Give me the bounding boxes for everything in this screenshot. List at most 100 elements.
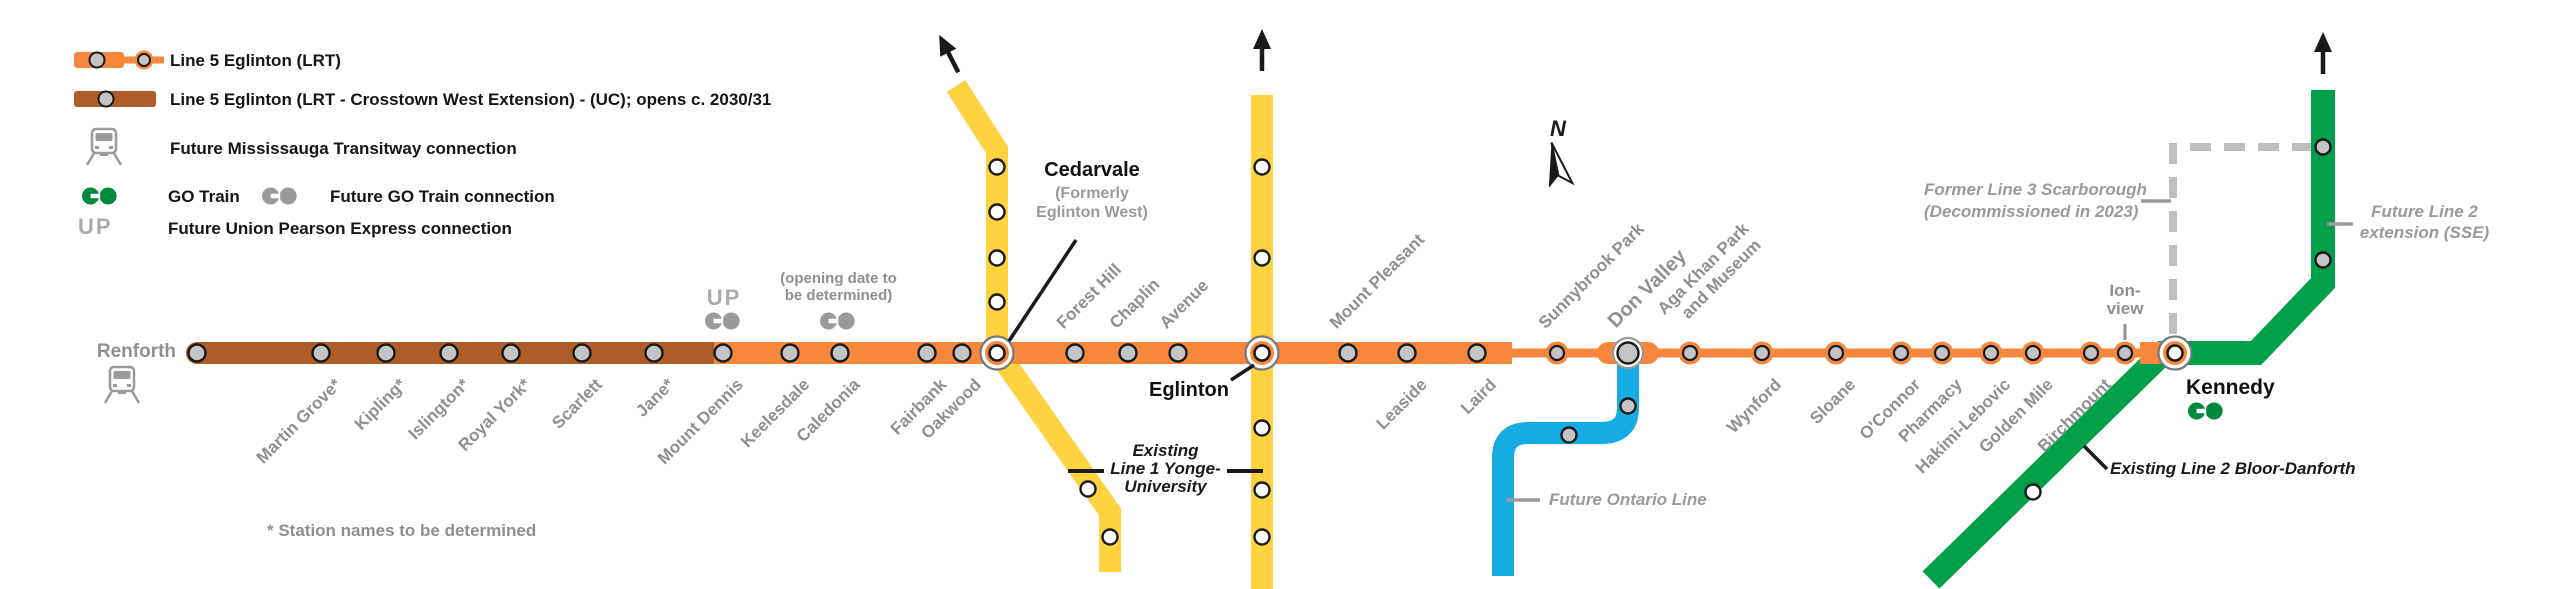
ionview-label-l1: Ion- — [2109, 281, 2141, 300]
transitway-train-icon — [85, 127, 123, 166]
line2-annotation: Existing Line 2 Bloor-Danforth — [2110, 459, 2356, 478]
sse-annotation-l1: Future Line 2 — [2371, 202, 2478, 221]
station-golden-mile — [2021, 341, 2045, 365]
up-express-icon: UP — [78, 214, 113, 239]
station-aga-khan-park-and-museum — [1678, 341, 1702, 365]
station-forest-hill — [1065, 343, 1085, 363]
station-caledonia — [830, 343, 850, 363]
legend-go-train-label: GO Train — [168, 187, 240, 206]
line1-university-station-2 — [988, 203, 1006, 221]
legend-line5-label: Line 5 Eglinton (LRT) — [170, 51, 341, 70]
station-jane — [644, 343, 664, 363]
cedarvale-subtitle-2: Eglinton West) — [1036, 204, 1148, 221]
go-train-icon — [82, 187, 118, 210]
transitway-train-icon-renforth — [103, 365, 141, 404]
eglinton-callout-line — [1230, 363, 1255, 382]
legend-line5-extension-symbol — [74, 90, 156, 108]
line2-station-1 — [2024, 483, 2042, 501]
line2-station-3 — [2314, 138, 2332, 156]
station-label-kennedy: Kennedy — [2186, 376, 2275, 399]
opening-date-note-line1: (opening date to — [780, 270, 897, 287]
future-go-train-icon — [262, 187, 298, 210]
line1-university-branch-upper — [946, 80, 1008, 364]
station-sunnybrook-park — [1545, 341, 1569, 365]
station-birchmount — [2079, 341, 2103, 365]
cedarvale-subtitle-1: (Formerly — [1055, 185, 1129, 202]
station-leaside — [1397, 343, 1417, 363]
ontario-line-station-2 — [1619, 397, 1637, 415]
station-cedarvale — [979, 335, 1015, 371]
station-martin-grove — [311, 343, 331, 363]
former-line3-annotation-l1: Former Line 3 Scarborough — [1924, 180, 2147, 199]
line2-bloor-danforth-line — [1922, 90, 2335, 589]
station-laird — [1467, 343, 1487, 363]
line5-band-underground — [714, 342, 1512, 364]
up-express-icon-mount-dennis: UP — [706, 285, 742, 310]
ontario-line-station-1 — [1560, 426, 1578, 444]
station-kipling — [376, 343, 396, 363]
line1-yonge-north-arrow — [1253, 29, 1271, 71]
line1-annotation-l3: University — [1124, 477, 1207, 496]
line2-north-arrow — [2314, 32, 2332, 74]
station-pharmacy — [1930, 341, 1954, 365]
line1-university-station-5 — [1079, 480, 1097, 498]
station-keelesdale — [780, 343, 800, 363]
line1-university-station-1 — [988, 158, 1006, 176]
legend-line5-symbol — [74, 50, 164, 70]
sse-annotation: Future Line 2 extension (SSE) — [2342, 201, 2507, 243]
station-wynford — [1750, 341, 1774, 365]
line1-annotation: Existing Line 1 Yonge- University — [1088, 442, 1243, 496]
station-scarlett — [572, 343, 592, 363]
line1-yonge-station-2 — [1253, 249, 1271, 267]
former-line3-annotation: Former Line 3 Scarborough (Decommissione… — [1924, 179, 2147, 223]
line1-university-station-4 — [988, 293, 1006, 311]
ionview-label-l2: view — [2106, 299, 2144, 318]
former-line3-annotation-l2: (Decommissioned in 2023) — [1924, 202, 2139, 221]
station-kennedy — [2157, 335, 2193, 371]
line1-yonge-station-1 — [1253, 158, 1271, 176]
ontario-line-annotation: Future Ontario Line — [1549, 490, 1707, 509]
station-don-valley — [1611, 336, 1645, 370]
station-hakimi-lebovic — [1979, 341, 2003, 365]
compass-rose: N — [1548, 116, 1575, 189]
legend-line5-extension-label: Line 5 Eglinton (LRT - Crosstown West Ex… — [170, 90, 772, 109]
opening-date-note-line2: be determined) — [784, 287, 893, 304]
station-label-ionview: Ion- view — [2086, 282, 2164, 318]
sse-annotation-l2: extension (SSE) — [2359, 223, 2490, 242]
go-icon-kennedy — [2188, 402, 2224, 425]
legend-transitway-label: Future Mississauga Transitway connection — [170, 139, 517, 158]
line1-yonge-station-4 — [1253, 481, 1271, 499]
station-renforth — [187, 343, 207, 363]
line1-annotation-l1: Existing — [1132, 441, 1199, 460]
station-chaplin — [1118, 343, 1138, 363]
station-label-cedarvale: Cedarvale — [1044, 159, 1140, 181]
station-oakwood — [952, 343, 972, 363]
station-ionview — [2113, 341, 2137, 365]
future-ontario-line — [1492, 350, 1639, 576]
legend-go-future-label: Future GO Train connection — [330, 187, 555, 206]
station-o-connor — [1889, 341, 1913, 365]
station-mount-pleasant — [1338, 343, 1358, 363]
station-sloane — [1824, 341, 1848, 365]
station-fairbank — [917, 343, 937, 363]
station-label-renforth: Renforth — [96, 341, 176, 362]
future-go-icon-caledonia — [820, 312, 856, 335]
station-eglinton — [1244, 335, 1280, 371]
line1-annotation-l2: Line 1 Yonge- — [1110, 459, 1221, 478]
compass-needle — [1548, 142, 1575, 189]
line1-university-north-arrow — [939, 34, 961, 74]
line1-university-branch-lower — [985, 341, 1121, 572]
legend-up-future-label: Future Union Pearson Express connection — [168, 219, 512, 238]
line1-university-station-3 — [988, 249, 1006, 267]
line2-annotation-line — [2082, 444, 2109, 471]
station-label-eglinton: Eglinton — [1149, 379, 1229, 401]
compass-n-label: N — [1550, 116, 1567, 141]
former-line3-dashed-line — [2169, 143, 2319, 334]
line1-university-station-6 — [1101, 528, 1119, 546]
cedarvale-callout: Cedarvale (Formerly Eglinton West) — [1016, 159, 1168, 222]
station-avenue — [1168, 343, 1188, 363]
line1-yonge-station-5 — [1253, 528, 1271, 546]
opening-date-note: (opening date to be determined) — [766, 270, 911, 304]
